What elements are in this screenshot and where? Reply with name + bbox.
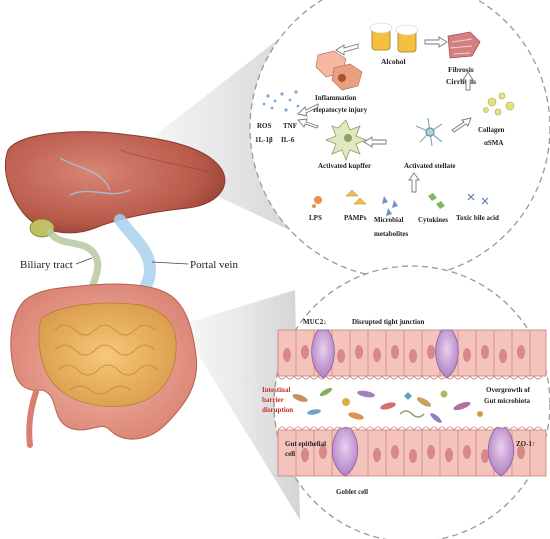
il6-label: IL-6 <box>281 136 295 144</box>
portal-vein-label: Portal vein <box>190 259 238 271</box>
pamps-icon <box>345 189 367 205</box>
pamps-label: PAMPs <box>344 214 367 222</box>
goblet-cell-upper-1 <box>311 329 335 379</box>
gut-epithelial-label-1: Gut epithelial <box>285 440 326 448</box>
microbial-icon <box>382 196 398 216</box>
hepatocyte-injury-label: Hepatocyte injury <box>313 106 368 114</box>
tnf-label: TNF <box>283 122 297 130</box>
liver-illustration <box>4 131 226 238</box>
fibrosis-label: Fibrosis <box>448 65 474 74</box>
inflammation-label: Inflammation <box>315 94 356 102</box>
collagen-label: Collagen <box>478 126 505 134</box>
cytokines-label: Cytokines <box>418 216 448 224</box>
microbial-label: Microbial <box>374 216 403 224</box>
gut-microbiota <box>292 387 483 423</box>
lps-label: LPS <box>309 214 322 222</box>
goblet-cell-upper-2 <box>435 329 459 379</box>
stellate-cell-icon <box>415 117 443 147</box>
flow-arrows <box>297 36 474 193</box>
il1b-label: 1L-1β <box>255 136 273 144</box>
overgrowth-label-1: Overgrowth of <box>486 386 531 394</box>
cirrhosis-label: Cirrhosis <box>446 77 476 86</box>
cytokine-dots <box>262 90 300 112</box>
muc2-label: MUC2↓ <box>303 318 327 326</box>
intestinal-barrier-label-2: barrier <box>262 396 284 404</box>
goblet-cell-lower-2 <box>487 427 515 477</box>
disrupted-tight-junction-label: Disrupted tight junction <box>352 318 424 326</box>
intestinal-barrier-label-3: disruption <box>262 406 293 414</box>
biliary-tract-label: Biliary tract <box>20 259 73 271</box>
lps-icon <box>312 196 322 208</box>
inflammation-icon <box>315 50 363 91</box>
alcohol-icon <box>369 22 419 53</box>
metabolites-label: metabolites <box>374 230 408 238</box>
toxic-bile-acid-label: Toxic bile acid <box>456 214 499 222</box>
zo1-label: ZO-1↑ <box>516 440 535 448</box>
collagen-icon <box>483 92 515 116</box>
toxic-bile-acid-icon <box>467 193 489 205</box>
intestinal-barrier-label-1: Intestinal <box>262 386 290 394</box>
cytokines-icon <box>428 193 445 209</box>
kupffer-cell-icon <box>324 119 368 162</box>
gut-epithelial-label-2: cell <box>285 450 295 458</box>
fibrosis-icon <box>447 31 481 59</box>
overgrowth-label-2: Gut microbiota <box>484 397 530 405</box>
alcohol-label: Alcohol <box>381 57 406 66</box>
intestine-illustration <box>10 283 198 448</box>
ros-label: ROS <box>257 122 272 130</box>
asma-label: αSMA <box>484 139 503 147</box>
activated-stellate-label: Activated stellate <box>404 162 456 170</box>
goblet-cell-label: Goblet cell <box>336 488 368 496</box>
activated-kupffer-label: Activated kupffer <box>318 162 371 170</box>
intestine-zoom-beam <box>180 290 300 520</box>
goblet-cell-lower-1 <box>331 427 359 477</box>
